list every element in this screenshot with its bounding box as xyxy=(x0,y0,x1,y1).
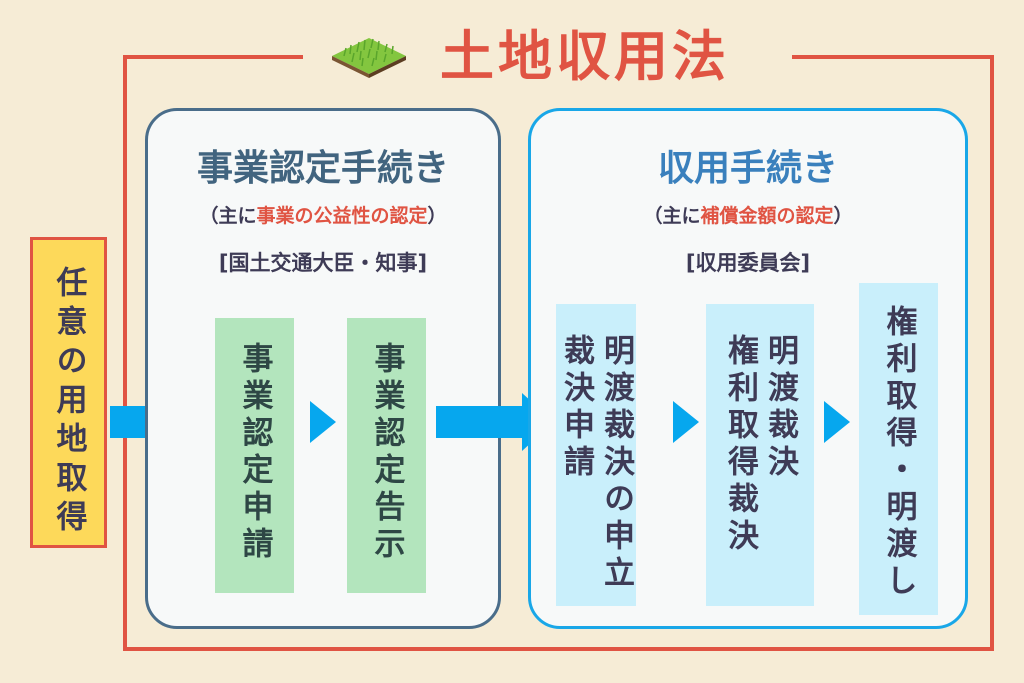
frame-bottom xyxy=(123,647,994,651)
step-business-approval-notice: 事業認定告示 xyxy=(347,318,426,593)
frame-left xyxy=(123,55,127,651)
subtitle-prefix: （主に xyxy=(643,205,701,227)
subtitle-suffix: ） xyxy=(427,205,447,227)
subtitle-highlight: 補償金額の認定 xyxy=(700,205,834,227)
step-label-line-1: 明渡裁決 xyxy=(762,334,798,482)
subtitle-prefix: （主に xyxy=(199,205,257,227)
step-label-line-2: 裁決申請 xyxy=(558,334,594,482)
step-business-approval-application: 事業認定申請 xyxy=(215,318,294,593)
subtitle-suffix: ） xyxy=(833,205,853,227)
step-rights-acquisition-surrender: 権利取得・明渡し xyxy=(859,283,938,615)
subtitle-highlight: 事業の公益性の認定 xyxy=(256,205,428,227)
arrow-step-3 xyxy=(673,401,699,443)
panel-title: 事業認定手続き xyxy=(196,148,449,189)
step-label-line-2: 権利取得裁決 xyxy=(722,334,758,556)
panel-business-approval: 事業認定手続き （主に事業の公益性の認定） [国土交通大臣・知事] xyxy=(145,108,501,629)
step-label: 権利取得・明渡し xyxy=(880,305,917,601)
step-ruling: 明渡裁決 権利取得裁決 xyxy=(706,304,814,606)
step-label: 事業認定申請 xyxy=(236,342,273,564)
grass-tile-icon xyxy=(332,38,406,78)
step-label: 事業認定告示 xyxy=(368,342,405,564)
arrow-step-4 xyxy=(824,401,850,443)
page-title: 土地収用法 xyxy=(440,25,730,88)
arrow-step-1 xyxy=(310,401,336,443)
step-ruling-application: 明渡裁決の申立 裁決申請 xyxy=(556,304,636,606)
frame-top-left xyxy=(123,55,303,59)
start-box-label: 任意の用地取得 xyxy=(50,266,87,539)
panel-authority: [収用委員会] xyxy=(685,251,811,275)
panel-title: 収用手続き xyxy=(657,148,838,189)
panel-subtitle: （主に補償金額の認定） xyxy=(531,201,965,228)
start-box-voluntary-acquisition: 任意の用地取得 xyxy=(30,237,107,548)
frame-right xyxy=(990,55,994,651)
panel-subtitle: （主に事業の公益性の認定） xyxy=(148,201,498,228)
frame-top-right xyxy=(792,55,994,59)
panel-authority: [国土交通大臣・知事] xyxy=(218,251,428,275)
step-label-line-1: 明渡裁決の申立 xyxy=(598,334,634,593)
